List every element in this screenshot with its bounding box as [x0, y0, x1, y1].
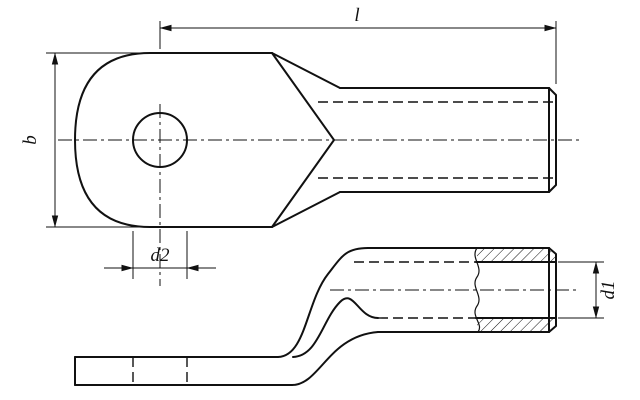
section-hatch-top-wall: [477, 248, 556, 262]
taper-top-edge: [271, 52, 341, 89]
side-view: [74, 247, 580, 386]
dimension-b: b: [20, 52, 146, 228]
palm-outline: [74, 52, 273, 228]
b-label: b: [20, 135, 41, 145]
dimension-d1: d1: [558, 261, 619, 319]
tube-end-chamfer: [548, 87, 557, 193]
top-view: [58, 52, 580, 286]
section-hatch-bottom-wall: [477, 318, 556, 332]
l-label: l: [354, 5, 359, 26]
dimension-l: l: [159, 5, 557, 84]
bend-outer-bottom-curve: [291, 331, 379, 386]
section-break-wavy-line: [474, 247, 480, 333]
dimension-d2: d2: [104, 231, 216, 279]
d1-label: d1: [598, 281, 619, 300]
palm-hole: [132, 112, 188, 168]
d2-label: d2: [151, 245, 171, 266]
taper-bottom-edge: [271, 191, 341, 228]
bend-inner-curve: [292, 297, 379, 358]
bend-outer-top-curve: [277, 247, 369, 358]
